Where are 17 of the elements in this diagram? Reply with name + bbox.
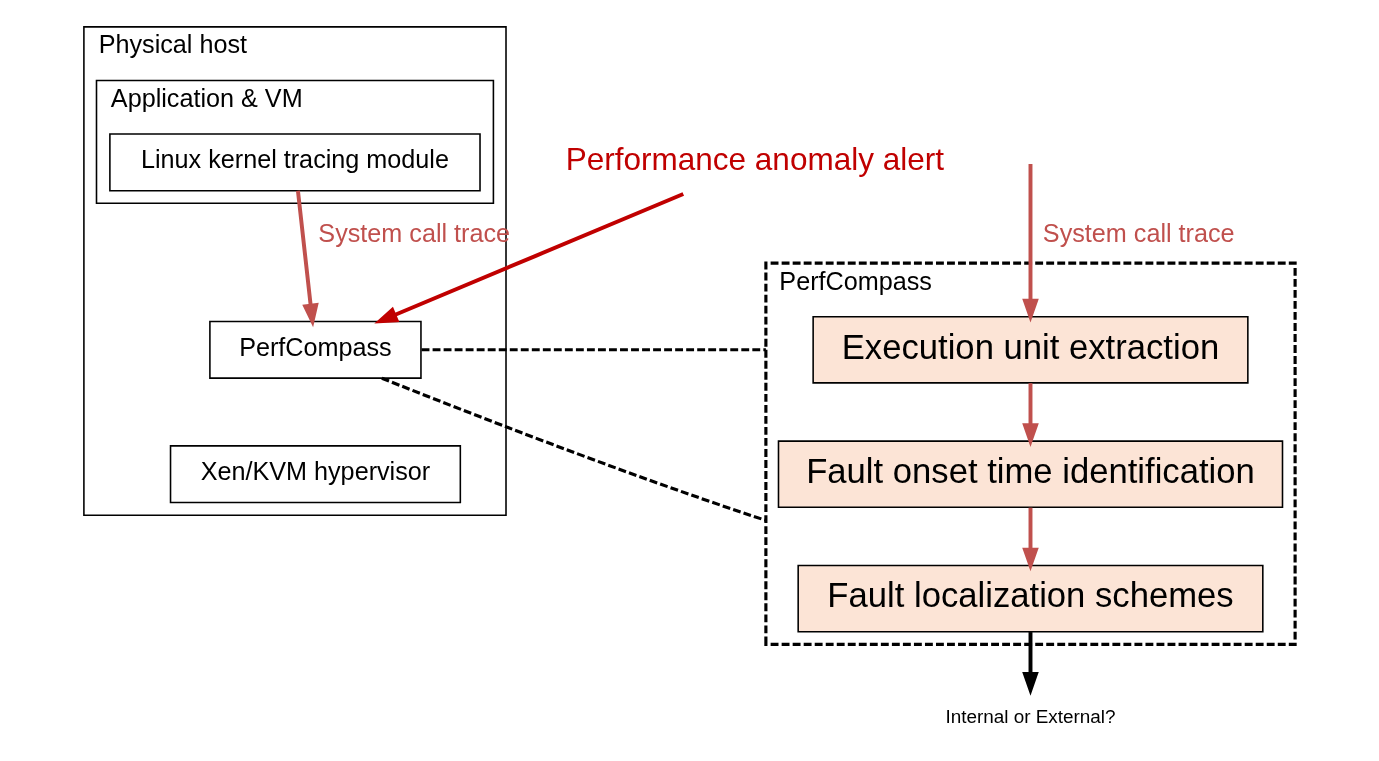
arrow: [374, 192, 685, 324]
connector: [381, 376, 767, 522]
arrow: [1022, 383, 1039, 447]
arrow: [1022, 632, 1039, 696]
arrow: [1022, 507, 1039, 572]
connector: [421, 348, 766, 352]
node-box: Linux kernel tracing module: [109, 133, 481, 192]
node-box: Xen/KVM hypervisor: [169, 445, 462, 504]
node-box: Fault localization schemes: [797, 564, 1264, 633]
node-box: PerfCompass: [209, 320, 422, 379]
node-box: Execution unit extraction: [812, 315, 1249, 384]
edge-label: System call trace: [1042, 219, 1235, 248]
node-text: Internal or External?: [945, 706, 1116, 728]
node-text: Performance anomaly alert: [565, 141, 944, 178]
node-box: Fault onset time identification: [777, 440, 1284, 509]
arrow: [295, 190, 319, 328]
arrow: [1022, 164, 1039, 323]
